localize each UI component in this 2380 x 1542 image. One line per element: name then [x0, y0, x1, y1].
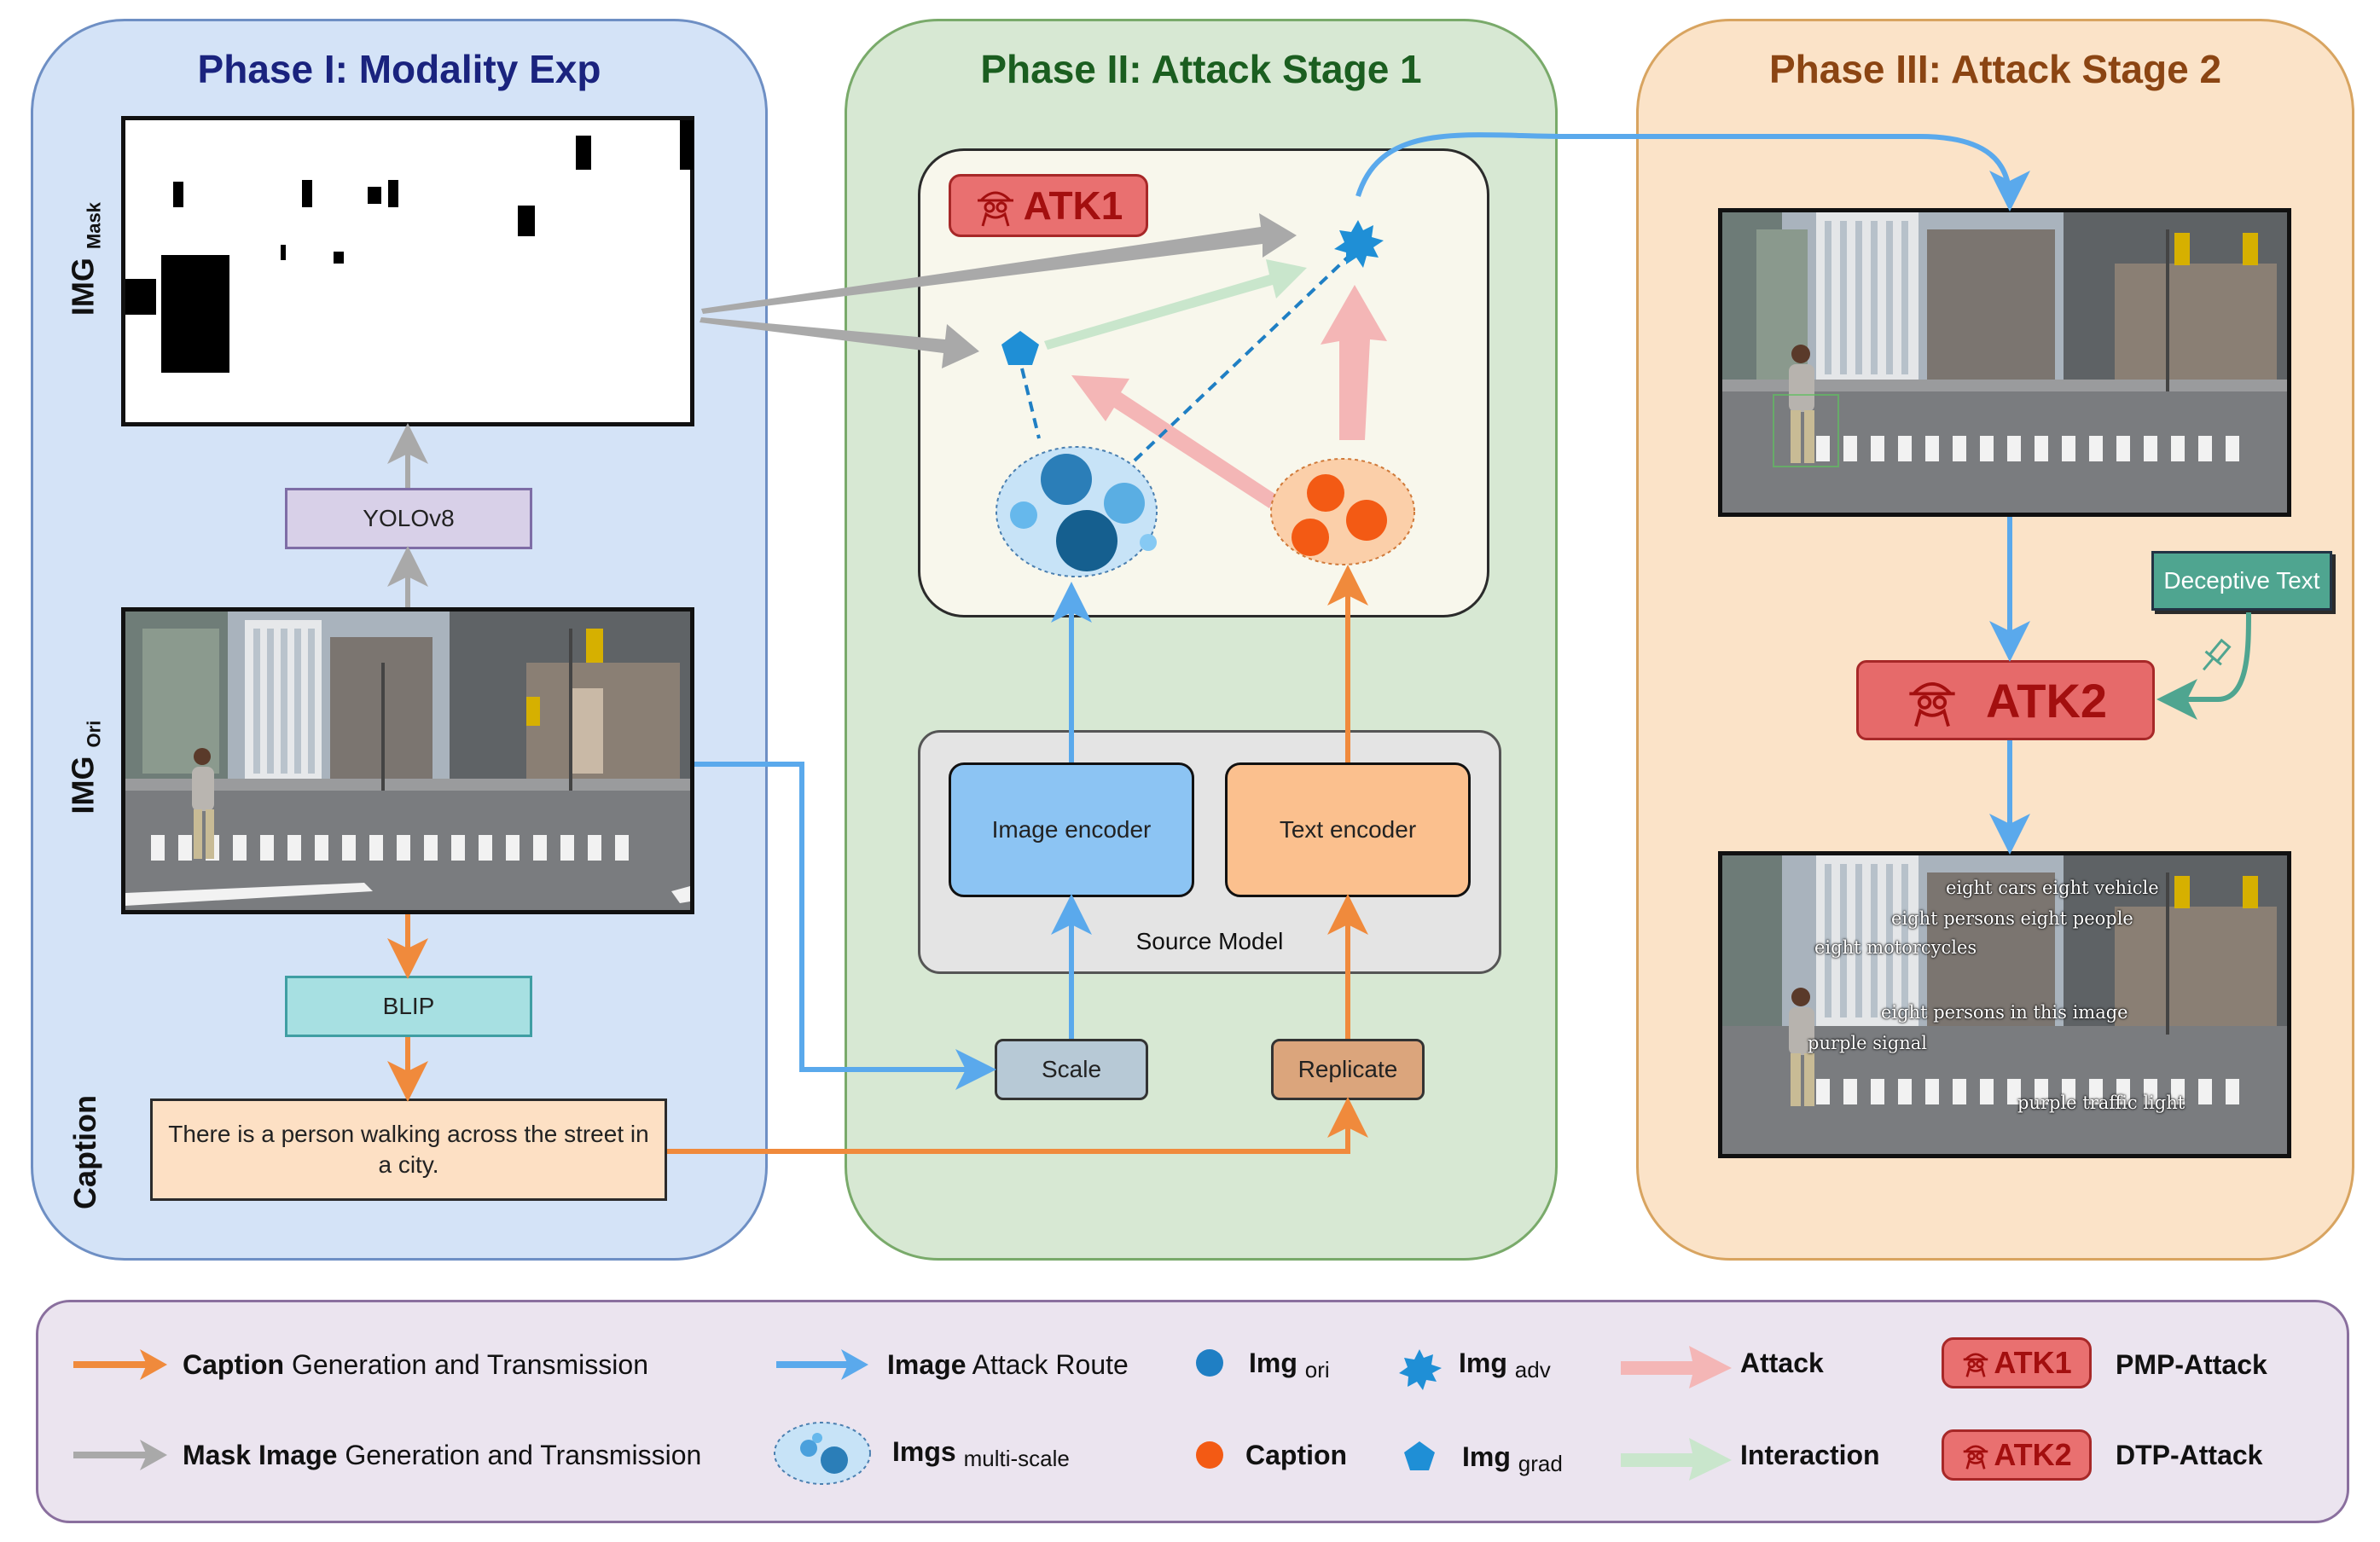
caption-embeddings — [1270, 458, 1415, 565]
legend-caption-dot — [1196, 1441, 1223, 1469]
phase3-title: Phase III: Attack Stage 2 — [1768, 47, 2222, 91]
adv-to-phase3-arrow — [1355, 132, 2030, 212]
text-encoder-box: Text encoder — [1225, 762, 1471, 897]
phase2-title: Phase II: Attack Stage 1 — [980, 47, 1422, 91]
overlay-text: eight motorcycles — [1814, 937, 1977, 958]
source-model-label: Source Model — [1135, 928, 1284, 954]
mask-to-grad-arrow — [699, 317, 979, 368]
img-grad-pentagon — [1001, 331, 1039, 365]
atk2-badge: ATK2 — [1856, 660, 2155, 740]
atk1-badge: ATK1 — [949, 174, 1148, 237]
legend-atk1-desc: PMP-Attack — [2116, 1349, 2267, 1380]
legend-interaction-label: Interaction — [1740, 1440, 1880, 1470]
hacker-icon — [1909, 682, 1955, 727]
original-image — [121, 607, 694, 914]
deceptive-text-box: Deceptive Text — [2151, 551, 2332, 611]
mask-image — [121, 116, 694, 426]
legend-blue-arrow-icon — [776, 1349, 868, 1380]
legend-interaction-arrow-icon — [1621, 1438, 1732, 1481]
legend-attack-label: Attack — [1740, 1348, 1824, 1378]
legend-gray-arrow-icon — [73, 1440, 167, 1470]
legend-atk2-badge: ATK2 — [1942, 1429, 2092, 1481]
attack-arrow-imgs — [1071, 375, 1276, 508]
overlay-text: eight persons eight people — [1891, 908, 2133, 929]
legend-caption-dot-label: Caption — [1245, 1440, 1348, 1470]
legend-atk2-desc: DTP-Attack — [2116, 1440, 2263, 1470]
legend-multiscale-icon — [774, 1422, 871, 1485]
overlay-text: purple traffic light — [2017, 1093, 2186, 1113]
overlay-text: purple signal — [1808, 1033, 1927, 1053]
caption-to-replicate-route — [667, 1097, 1368, 1154]
deceptive-to-atk2-arrow — [2157, 612, 2251, 720]
hacker-icon — [977, 191, 1013, 227]
replicate-box: Replicate — [1271, 1039, 1425, 1100]
phase1-title: Phase I: Modality Exp — [197, 47, 601, 91]
legend — [36, 1300, 2349, 1523]
legend-caption-route-label: Caption Generation and Transmission — [183, 1349, 648, 1380]
overlay-text: eight cars eight vehicle — [1946, 878, 2159, 898]
legend-img-adv-star — [1399, 1349, 1442, 1390]
blip-box: BLIP — [285, 976, 532, 1037]
legend-img-grad-pentagon — [1404, 1441, 1435, 1470]
legend-image-route-label: Image Attack Route — [887, 1349, 1129, 1380]
dashed-grad-link — [1020, 368, 1041, 439]
output-image: eight cars eight vehicle eight persons e… — [1718, 851, 2291, 1158]
legend-attack-arrow-icon — [1621, 1346, 1732, 1388]
multi-scale-images — [996, 446, 1158, 577]
yolov8-box: YOLOv8 — [285, 488, 532, 549]
hacker-icon — [1964, 1445, 1988, 1470]
legend-img-ori-dot — [1196, 1349, 1223, 1377]
legend-imgs-label: Imgs multi-scale — [892, 1436, 1070, 1471]
legend-orange-arrow-icon — [73, 1349, 167, 1380]
hacker-icon — [1964, 1353, 1988, 1377]
caption-box: There is a person walking across the str… — [150, 1099, 667, 1201]
legend-atk1-badge: ATK1 — [1942, 1337, 2092, 1388]
overlay-text: eight persons in this image — [1881, 1002, 2128, 1023]
legend-mask-route-label: Mask Image Generation and Transmission — [183, 1440, 702, 1470]
legend-img-adv-label: Img adv — [1459, 1348, 1551, 1383]
adv-image — [1718, 208, 2291, 517]
mask-to-adv-arrow — [701, 213, 1297, 314]
img-adv-star — [1334, 220, 1384, 268]
legend-img-ori-label: Img ori — [1249, 1348, 1330, 1383]
attack-arrow-captions — [1321, 285, 1387, 440]
image-to-scale-route — [694, 762, 996, 1090]
interaction-arrow — [1044, 259, 1307, 350]
legend-img-grad-label: Img grad — [1462, 1441, 1563, 1476]
pin-icon — [2202, 638, 2232, 671]
